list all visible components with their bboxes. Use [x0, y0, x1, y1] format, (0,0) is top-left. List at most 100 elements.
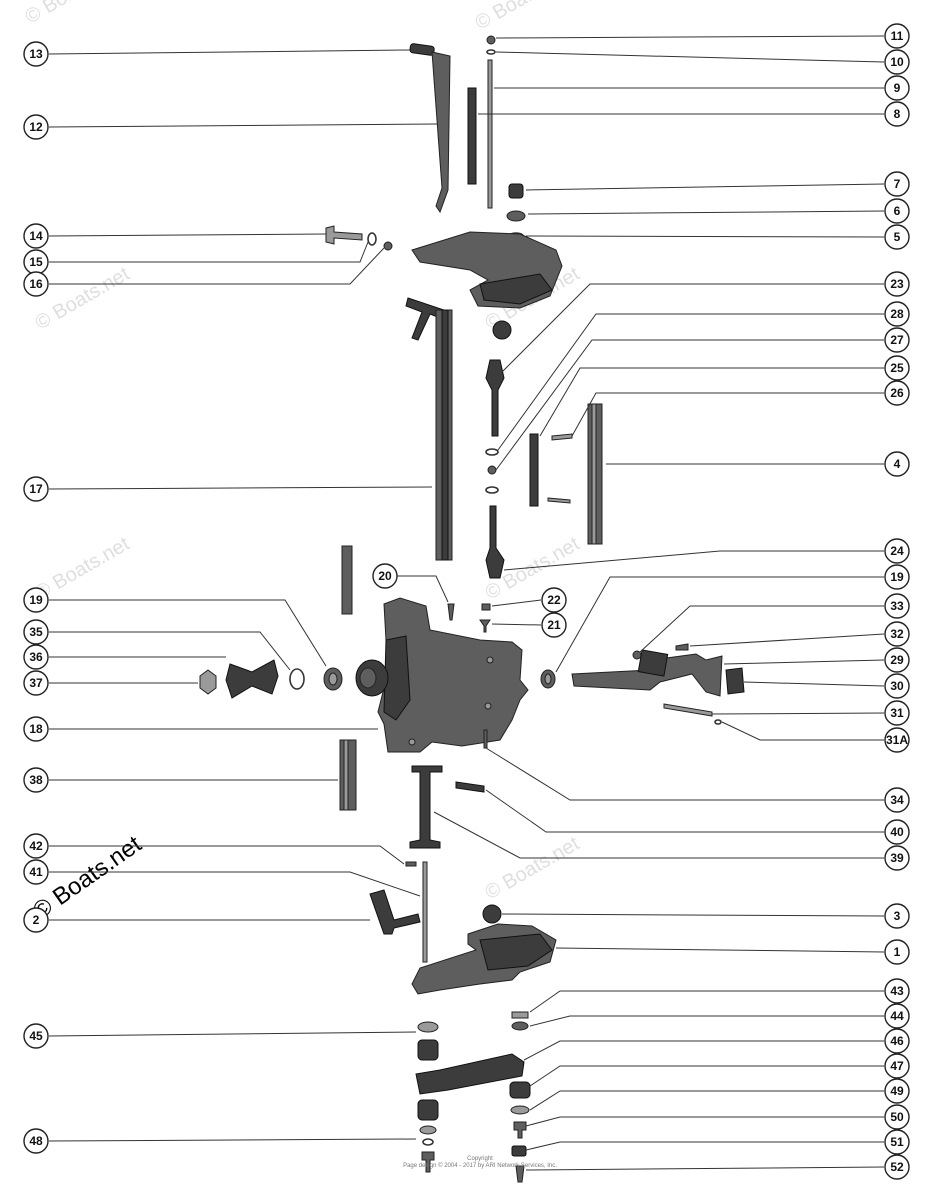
callout-label: 36	[29, 650, 43, 664]
callout-label: 9	[894, 81, 901, 95]
part-washer-49	[510, 1105, 530, 1115]
callout[interactable]: 29	[884, 647, 910, 673]
callout[interactable]: 11	[884, 23, 910, 49]
part-pin-left	[341, 545, 353, 615]
callout[interactable]: 2	[23, 907, 49, 933]
part-pin-34	[483, 729, 488, 749]
callout-label: 3	[894, 909, 901, 923]
part-bushing-19-right-hole	[544, 673, 552, 685]
callout[interactable]: 30	[884, 673, 910, 699]
callout-label: 28	[890, 307, 904, 321]
callout[interactable]: 51	[884, 1129, 910, 1155]
callout[interactable]: 12	[23, 114, 49, 140]
copyright-line1: Copyright	[467, 1156, 493, 1162]
callout[interactable]: 46	[884, 1028, 910, 1054]
callout[interactable]: 28	[884, 301, 910, 327]
callout[interactable]: 40	[884, 819, 910, 845]
callout[interactable]: 7	[884, 171, 910, 197]
callout[interactable]: 33	[884, 593, 910, 619]
part-nut-51	[511, 1145, 527, 1157]
part-spring-13	[409, 43, 435, 56]
callout[interactable]: 10	[884, 49, 910, 75]
callout[interactable]: 24	[884, 538, 910, 564]
part-ring-48	[422, 1138, 434, 1146]
callout[interactable]: 14	[23, 223, 49, 249]
callout[interactable]: 35	[23, 619, 49, 645]
part-nut-37	[199, 669, 217, 695]
callout[interactable]: 48	[23, 1128, 49, 1154]
callout-label: 2	[33, 913, 40, 927]
callout-label: 20	[378, 569, 392, 583]
callout[interactable]: 22	[541, 587, 567, 613]
callout[interactable]: 38	[23, 767, 49, 793]
callout[interactable]: 47	[884, 1053, 910, 1079]
callout[interactable]: 27	[884, 327, 910, 353]
callout[interactable]: 8	[884, 101, 910, 127]
callout[interactable]: 50	[884, 1104, 910, 1130]
callout[interactable]: 39	[884, 845, 910, 871]
callout[interactable]: 1	[884, 939, 910, 965]
part-washer-10	[486, 49, 496, 55]
callout[interactable]: 23	[884, 271, 910, 297]
callout[interactable]: 19	[23, 587, 49, 613]
callout-label: 14	[29, 229, 43, 243]
callout[interactable]: 44	[884, 1003, 910, 1029]
callout-label: 38	[29, 773, 43, 787]
callout-label: 17	[29, 482, 43, 496]
callout[interactable]: 49	[884, 1078, 910, 1104]
part-bracket-bushing-inner	[359, 667, 377, 689]
callout[interactable]: 13	[23, 41, 49, 67]
callout-label: 42	[29, 839, 43, 853]
callout[interactable]: 4	[884, 451, 910, 477]
callout[interactable]: 32	[884, 621, 910, 647]
callout[interactable]: 25	[884, 355, 910, 381]
part-screw-32	[675, 643, 689, 651]
callout-label: 31A	[886, 733, 908, 747]
callout[interactable]: 21	[541, 612, 567, 638]
callout[interactable]: 18	[23, 716, 49, 742]
part-clamp-arm	[637, 649, 669, 677]
part-plate-30	[725, 667, 745, 695]
part-washer-6	[506, 210, 526, 222]
part-nut-22	[481, 603, 491, 611]
callout[interactable]: 52	[884, 1154, 910, 1180]
callout[interactable]: 45	[23, 1023, 49, 1049]
callout-label: 32	[890, 627, 904, 641]
callout-label: 39	[890, 851, 904, 865]
callout[interactable]: 42	[23, 833, 49, 859]
part-bushing-45	[417, 1039, 439, 1061]
callout[interactable]: 31A	[884, 727, 910, 753]
callout[interactable]: 6	[884, 198, 910, 224]
callout[interactable]: 3	[884, 903, 910, 929]
callout-label: 44	[890, 1009, 904, 1023]
parts	[199, 35, 745, 1183]
callout[interactable]: 36	[23, 644, 49, 670]
part-screw-20	[447, 603, 455, 621]
callout[interactable]: 31	[884, 700, 910, 726]
callout[interactable]: 43	[884, 978, 910, 1004]
callout[interactable]: 16	[23, 271, 49, 297]
part-clip-42	[405, 861, 417, 867]
callout[interactable]: 34	[884, 787, 910, 813]
part-tube-17-shade	[441, 309, 449, 561]
callout[interactable]: 37	[23, 670, 49, 696]
callout-label: 11	[891, 29, 904, 43]
callout-label: 7	[894, 177, 901, 191]
callout[interactable]: 20	[372, 563, 398, 589]
callout[interactable]: 41	[23, 859, 49, 885]
callout-label: 16	[29, 277, 43, 291]
callout[interactable]: 9	[884, 75, 910, 101]
part-bar-8	[467, 87, 477, 185]
callout[interactable]: 26	[884, 380, 910, 406]
callout[interactable]: 15	[23, 249, 49, 275]
part-cap-43	[511, 1011, 529, 1019]
part-nut-16	[383, 241, 393, 251]
callout[interactable]: 17	[23, 476, 49, 502]
part-bushing-7	[508, 183, 524, 199]
callout[interactable]: 19	[884, 564, 910, 590]
callout-label: 51	[890, 1135, 904, 1149]
part-washer-45	[417, 1021, 439, 1033]
callout-label: 13	[29, 47, 43, 61]
callout[interactable]: 5	[884, 224, 910, 250]
